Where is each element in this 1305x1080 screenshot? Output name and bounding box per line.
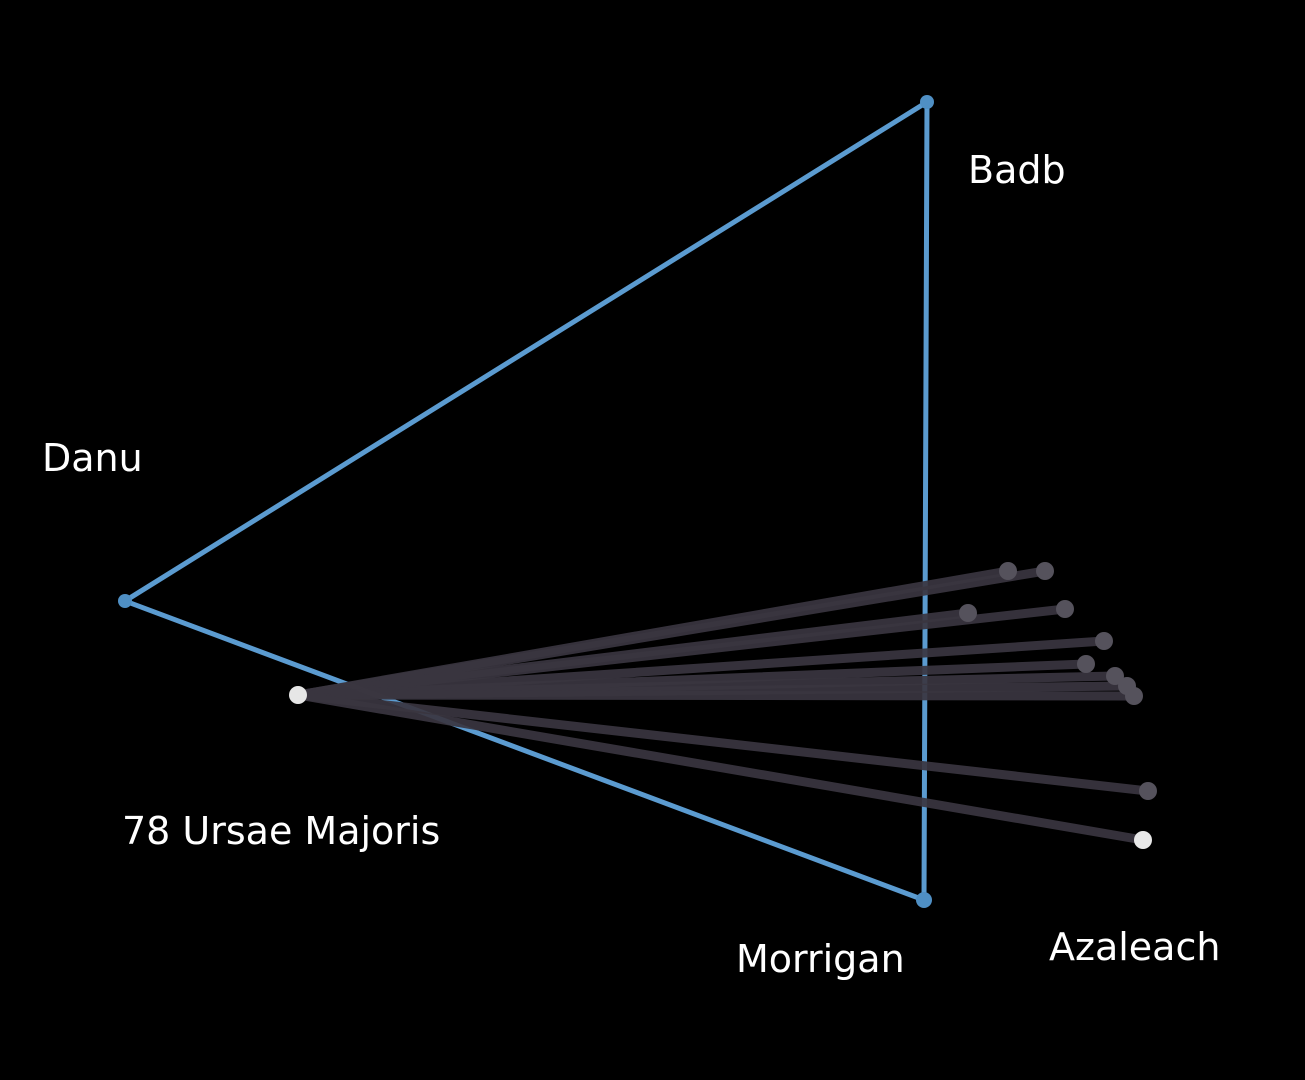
ray-end-node-7 <box>1106 667 1124 685</box>
triangle-nodes-group <box>118 95 934 908</box>
label-badb: Badb <box>968 148 1066 192</box>
ray-end-node-9 <box>1125 687 1143 705</box>
star-node-78-ursae-majoris <box>289 686 307 704</box>
ray-line-11 <box>293 690 1148 845</box>
ray-line-9 <box>293 690 1139 701</box>
label-78-ursae-majoris: 78 Ursae Majoris <box>122 809 440 853</box>
label-danu: Danu <box>42 436 143 480</box>
ray-end-node-10 <box>1139 782 1157 800</box>
ray-end-node-1 <box>1036 562 1054 580</box>
ray-end-node-6 <box>1077 655 1095 673</box>
star-node-badb <box>920 95 934 109</box>
ray-end-node-4 <box>959 604 977 622</box>
rays-group <box>293 562 1157 849</box>
edge-badb-morrigan <box>921 99 930 903</box>
ray-line-2 <box>293 566 1013 700</box>
edge-danu-morrigan <box>122 598 927 903</box>
ray-end-node-5 <box>1095 632 1113 650</box>
ray-end-node-2 <box>999 562 1017 580</box>
ray-line-4 <box>293 608 973 700</box>
ray-end-node-11 <box>1134 831 1152 849</box>
label-azaleach: Azaleach <box>1049 925 1220 969</box>
star-node-danu <box>118 594 132 608</box>
edge-danu-badb <box>122 99 930 604</box>
ray-end-node-3 <box>1056 600 1074 618</box>
label-morrigan: Morrigan <box>736 937 905 981</box>
ray-line-10 <box>293 690 1153 796</box>
star-node-morrigan <box>916 892 932 908</box>
